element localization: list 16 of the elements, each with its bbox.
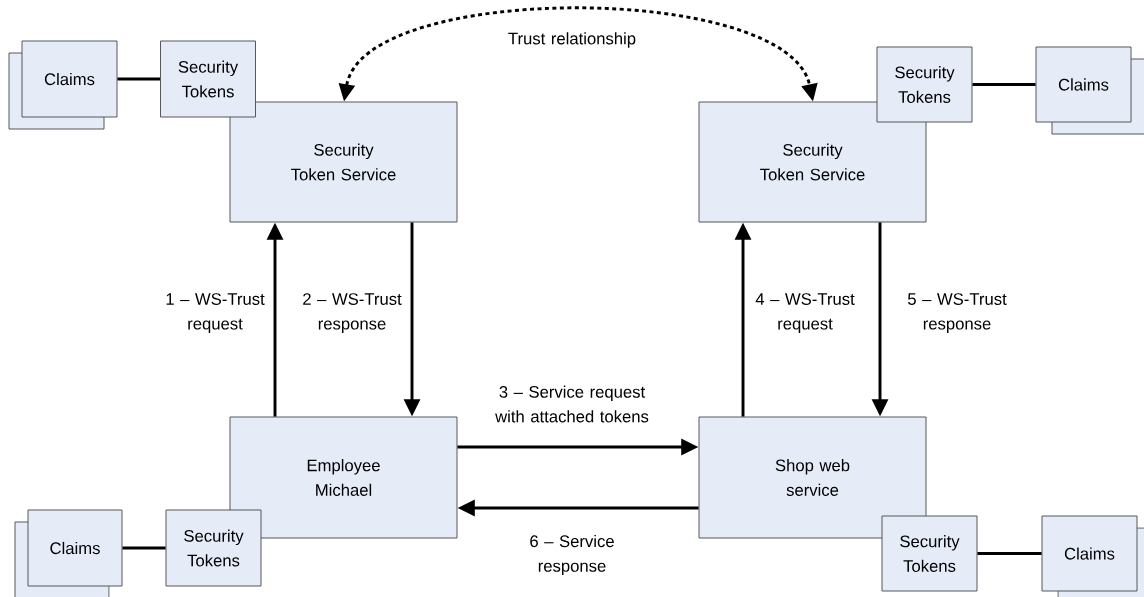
edge-label: 6 – Service response <box>530 534 614 576</box>
stacked-box: Claims <box>1041 515 1144 597</box>
token-box: Security Tokens <box>160 40 256 118</box>
stacked-box: Claims <box>14 509 123 597</box>
edge-label: 3 – Service request with attached tokens <box>495 385 649 423</box>
process-box: Security Token Service <box>229 101 458 223</box>
edge-label: 4 – WS-Trust request <box>755 293 855 333</box>
edge-label: Trust relationship <box>508 32 636 48</box>
edge-label: 1 – WS-Trust request <box>166 293 265 333</box>
token-box: Security Tokens <box>165 509 262 587</box>
token-box: Security Tokens <box>876 46 973 123</box>
stacked-box: Claims <box>8 40 118 130</box>
edge-label: 5 – WS-Trust response <box>908 293 1007 333</box>
token-box: Security Tokens <box>881 515 978 592</box>
stacked-box: Claims <box>1035 46 1144 135</box>
edge-label: 2 – WS-Trust response <box>303 293 402 333</box>
